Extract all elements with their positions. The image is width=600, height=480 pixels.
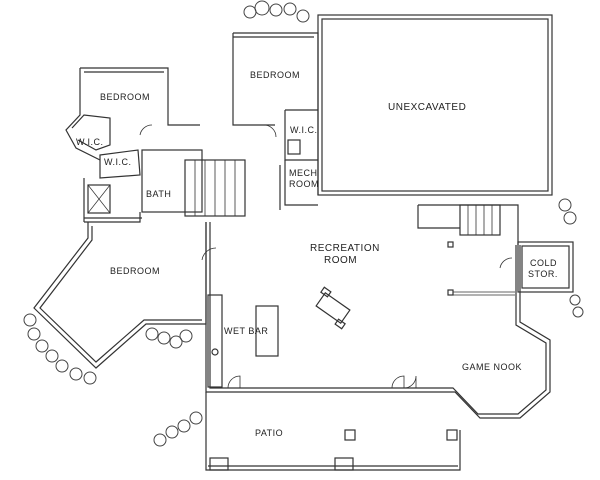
bedroom-top-left-walls — [65, 67, 200, 161]
room-label-recreation-line1: RECREATION — [310, 243, 380, 254]
shrub-patio — [153, 411, 203, 447]
room-label-wic-right: W.I.C. — [290, 125, 318, 135]
room-label-bedroom-top-left: BEDROOM — [100, 92, 151, 102]
stair-treads — [194, 160, 236, 216]
marker-2 — [447, 289, 454, 296]
cold-storage-inner — [521, 245, 570, 289]
closet-cross — [87, 184, 111, 214]
shrub-mid — [145, 327, 193, 349]
room-label-recreation-line2: ROOM — [324, 255, 358, 266]
patio-post-mid — [334, 457, 354, 471]
beam-line — [453, 291, 515, 296]
shrub-top — [243, 0, 310, 23]
wet-bar-counter — [207, 294, 223, 388]
room-label-wic-left-lower: W.I.C. — [104, 157, 132, 167]
corridor-walls — [83, 178, 142, 223]
door-swing-7 — [499, 257, 513, 269]
mech-room-walls — [279, 160, 318, 210]
bath-block — [141, 149, 203, 213]
closet-box — [87, 184, 111, 214]
wic-left-walls — [71, 114, 111, 151]
game-table-icon — [315, 286, 351, 330]
wic-right-walls — [284, 109, 318, 161]
mech-equipment — [287, 139, 301, 155]
wic-left-lower-walls — [99, 149, 141, 179]
unexcavated-inner-outline — [321, 18, 549, 192]
wet-bar-island — [255, 305, 279, 357]
stair-right — [459, 204, 501, 236]
door-swing-3 — [403, 375, 417, 389]
right-stair-walls — [417, 204, 519, 245]
room-label-bath: BATH — [146, 189, 172, 199]
room-label-cold-line1: COLD — [530, 258, 558, 268]
patio-post-right — [446, 429, 458, 441]
room-label-unexcavated: UNEXCAVATED — [388, 102, 467, 113]
patio-post-left — [209, 457, 229, 471]
room-label-game-nook: GAME NOOK — [462, 362, 523, 372]
stair-right-treads — [467, 205, 493, 235]
door-swing-5 — [139, 124, 153, 136]
patio-outline — [205, 392, 461, 471]
room-label-bedroom-top-mid: BEDROOM — [250, 70, 301, 80]
room-label-patio: PATIO — [255, 428, 284, 438]
shrub-left — [23, 313, 97, 385]
bedroom-top-mid-walls — [232, 32, 319, 195]
sink-icon — [211, 348, 219, 356]
patio-post-center — [344, 429, 356, 441]
recreation-room-walls — [205, 222, 551, 419]
door-swing-4 — [201, 247, 217, 261]
room-label-cold-line2: STOR. — [528, 269, 558, 279]
door-swing-1 — [227, 375, 241, 389]
cold-storage-walls — [517, 241, 574, 293]
room-label-mech-line1: MECH — [289, 168, 318, 178]
room-label-mech-line2: ROOM — [289, 179, 319, 189]
room-label-wet-bar: WET BAR — [224, 326, 269, 336]
room-label-wic-left: W.I.C. — [76, 137, 104, 147]
door-swing-6 — [263, 124, 277, 138]
marker-1 — [447, 241, 454, 248]
door-swing-2 — [391, 375, 405, 389]
shrub-right — [558, 198, 584, 318]
room-label-bedroom-left: BEDROOM — [110, 266, 161, 276]
